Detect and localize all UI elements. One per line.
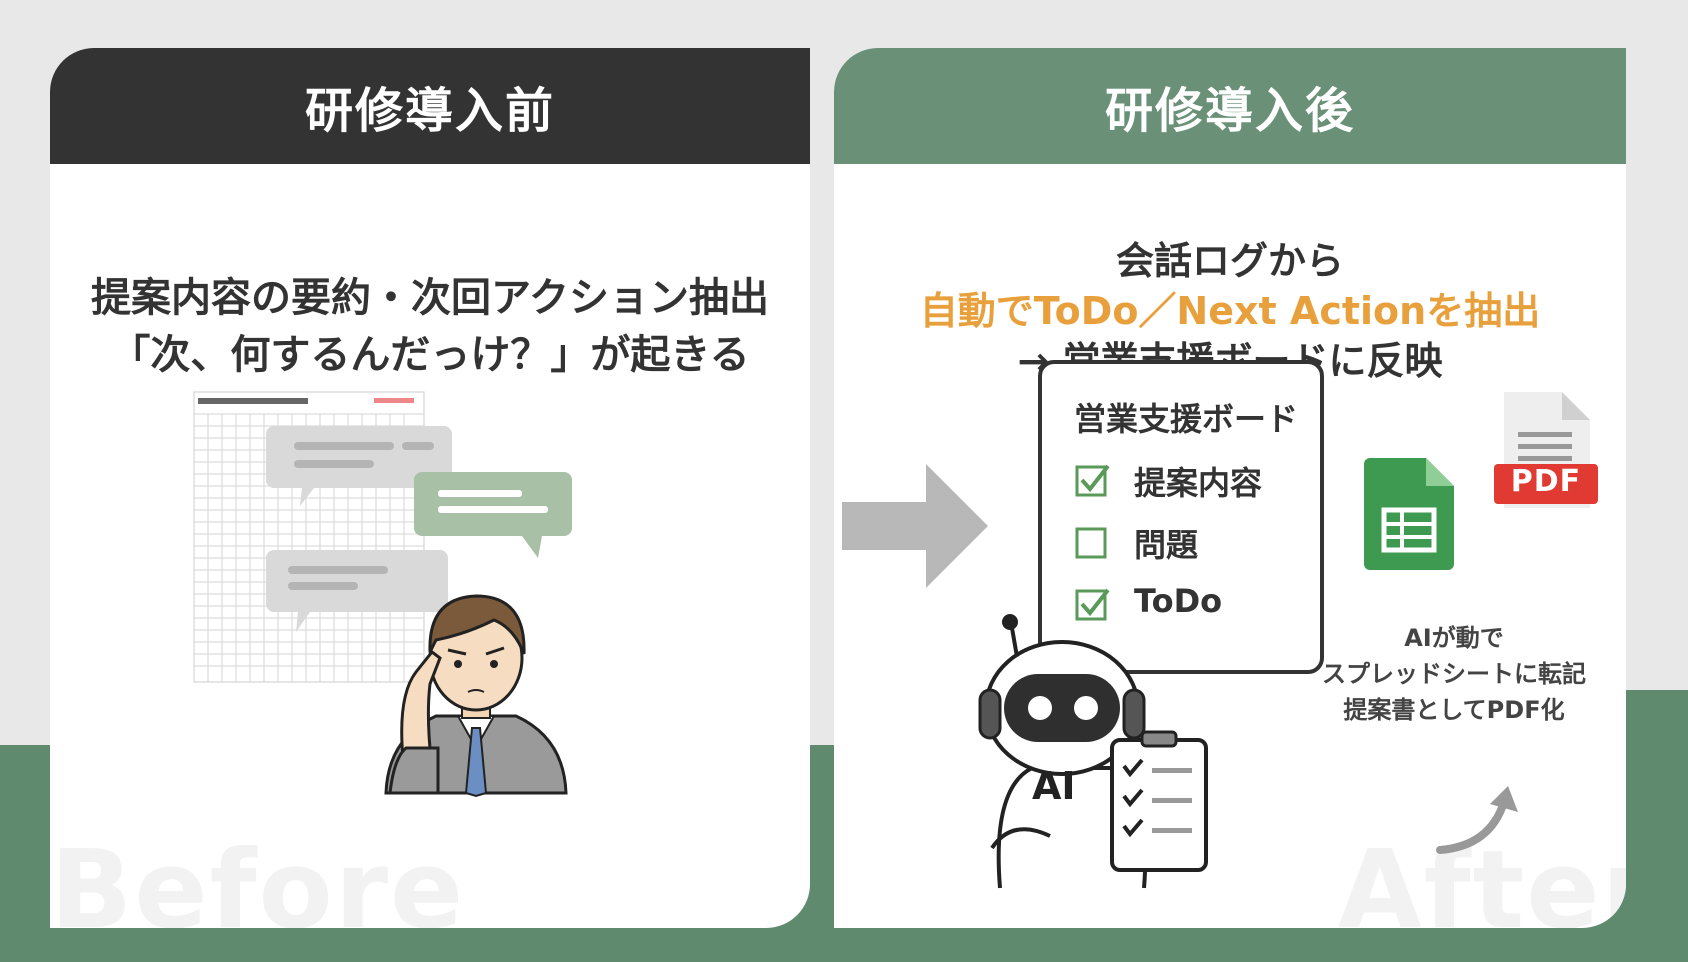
checkbox-checked-icon — [1075, 588, 1110, 621]
confused-businessman-icon — [384, 594, 568, 798]
after-line-2: 自動でToDo／Next Actionを抽出 — [919, 289, 1541, 333]
before-description: 提案内容の要約・次回アクション抽出 「次、何するんだっけ？」が起きる — [50, 270, 810, 384]
transition-arrow-icon — [842, 464, 988, 588]
note-line-1: AIが動で — [1404, 624, 1504, 652]
before-card: 研修導入前 Before 提案内容の要約・次回アクション抽出 「次、何するんだっ… — [50, 48, 810, 928]
checkbox-checked-icon — [1075, 464, 1110, 497]
checkbox-empty-icon — [1075, 527, 1107, 559]
board-item-problem: 問題 — [1134, 526, 1199, 564]
before-header: 研修導入前 — [50, 48, 810, 164]
ai-robot-icon — [978, 614, 1208, 889]
board-item-todo: ToDo — [1134, 582, 1223, 620]
before-watermark: Before — [50, 828, 466, 928]
after-card: 研修導入後 After 会話ログから 自動でToDo／Next Actionを抽… — [834, 48, 1626, 928]
pdf-file-icon — [1494, 392, 1598, 508]
robot-ai-label: AI — [1032, 764, 1076, 808]
board-title: 営業支援ボード — [1074, 400, 1299, 438]
curved-arrow-icon — [1436, 786, 1518, 854]
chat-bubbles-icon — [266, 426, 572, 632]
note-line-2: スプレッドシートに転記 — [1322, 660, 1586, 688]
spreadsheet-icon — [1364, 458, 1454, 570]
board-item-proposal: 提案内容 — [1134, 464, 1263, 502]
after-line-1: 会話ログから — [1115, 239, 1344, 283]
after-header: 研修導入後 — [834, 48, 1626, 164]
before-line-1: 提案内容の要約・次回アクション抽出 — [91, 275, 769, 321]
sales-board-frame — [1038, 360, 1324, 674]
automation-note: AIが動で スプレッドシートに転記 提案書としてPDF化 — [1304, 620, 1604, 728]
note-line-3: 提案書としてPDF化 — [1343, 696, 1565, 724]
after-watermark: After — [1338, 828, 1626, 928]
pdf-label: PDF — [1510, 464, 1582, 499]
before-line-2: 「次、何するんだっけ？」が起きる — [110, 332, 750, 378]
